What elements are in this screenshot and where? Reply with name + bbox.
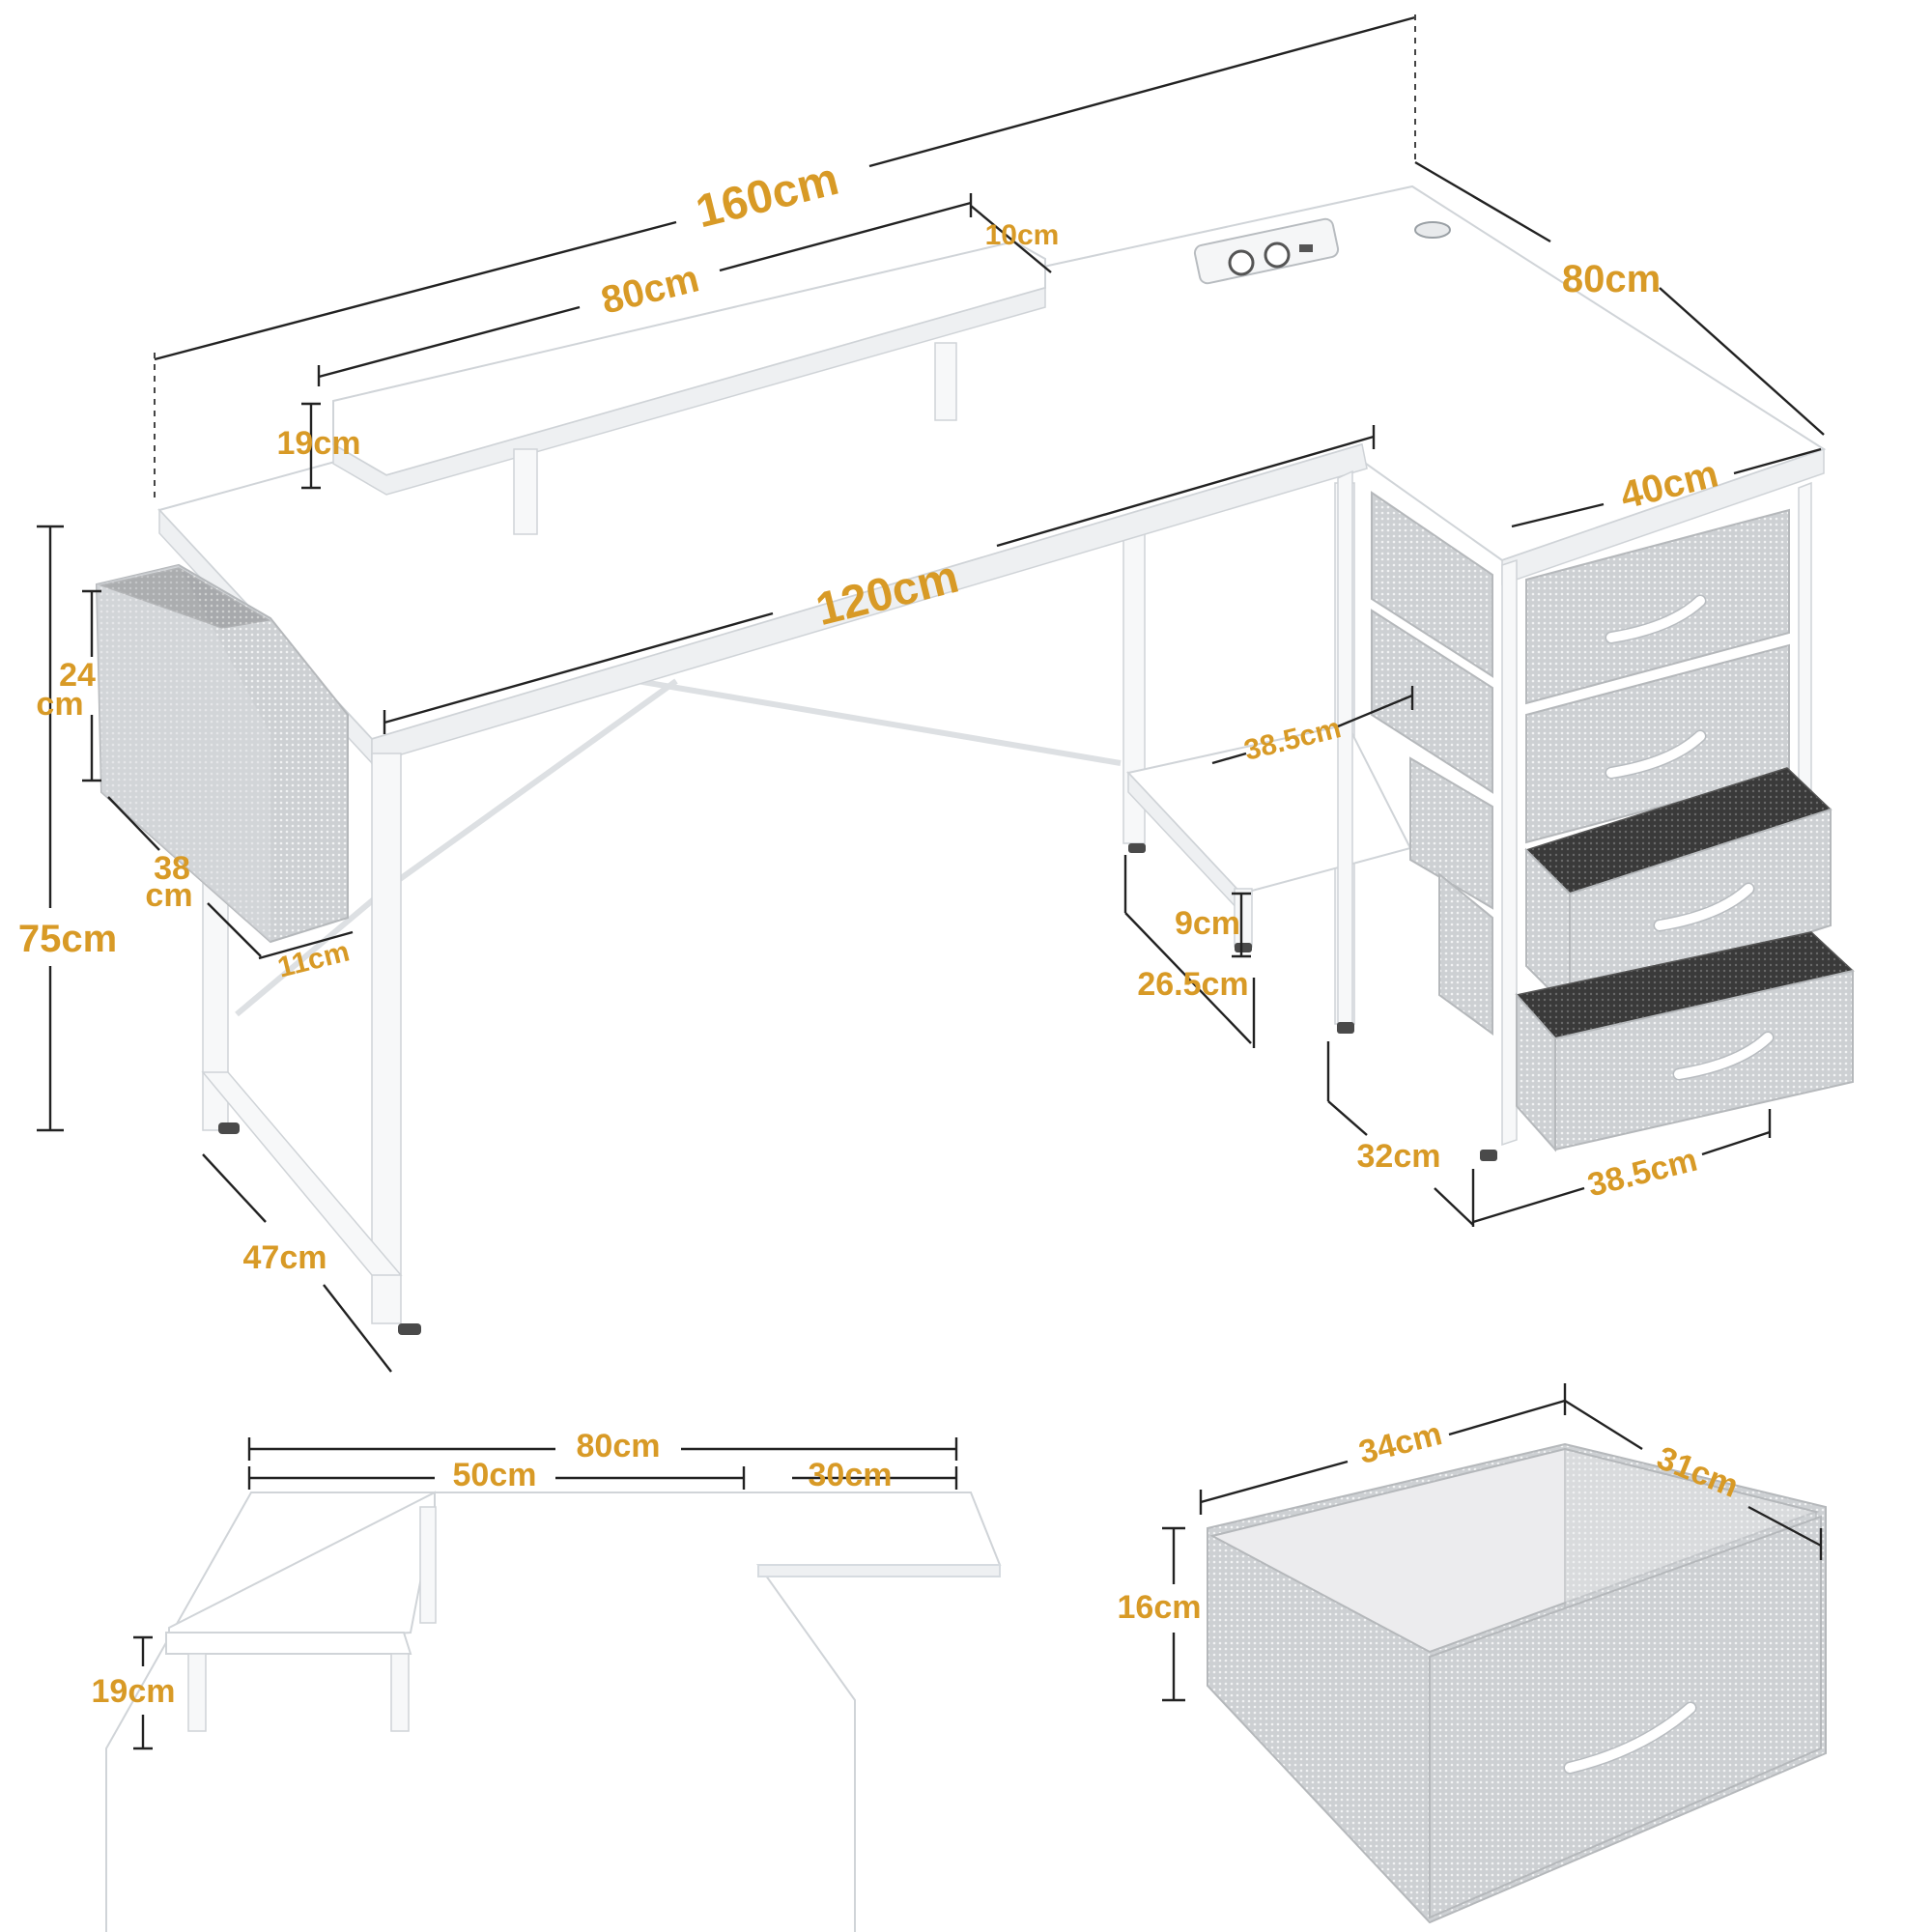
desk-illustration <box>95 185 1855 1335</box>
drawer-side <box>1438 871 1493 1036</box>
desk-foot <box>1235 943 1252 952</box>
label-shelf-width: 80cm <box>597 257 703 322</box>
shelf-leg <box>934 342 957 421</box>
cross-brace <box>608 673 1122 766</box>
drawer-side <box>1371 491 1493 678</box>
shelf-leg <box>419 1506 437 1624</box>
shelf-leg <box>390 1653 410 1732</box>
shelf-leg <box>187 1653 207 1732</box>
cabinet-post <box>1337 469 1353 1031</box>
monitor-shelf-edge <box>332 287 1046 496</box>
drawer-side <box>1371 609 1493 794</box>
label-top-rest: 30cm <box>809 1457 893 1493</box>
label-total-width: 160cm <box>691 154 843 239</box>
drawer-detail-front <box>1429 1515 1822 1919</box>
drawer-side <box>1409 756 1493 910</box>
desk-foot <box>218 1122 240 1134</box>
label-top-total: 80cm <box>577 1428 661 1464</box>
desk-foot <box>1128 843 1146 853</box>
top-view-illustration <box>105 1437 1002 1932</box>
label-shelf-height: 19cm <box>277 425 361 462</box>
label-return-depth: 80cm <box>1562 258 1661 300</box>
power-strip <box>1193 217 1340 285</box>
drawer-front <box>1554 969 1854 1151</box>
dimension-lines <box>37 14 1825 1373</box>
cabinet-post <box>1501 558 1518 1147</box>
label-total-height: 75cm <box>18 918 117 960</box>
cross-brace <box>384 678 678 892</box>
top-view-shelf <box>165 1632 412 1655</box>
storage-bag-opening <box>99 567 271 629</box>
label-cabinet-width: 38.5cm <box>1584 1142 1701 1205</box>
label-drawer-height: 16cm <box>1118 1589 1202 1626</box>
label-top-height: 19cm <box>92 1673 176 1710</box>
label-shelf-offset: 10cm <box>985 219 1060 251</box>
drawer-cabinet <box>1337 469 1855 1161</box>
cabinet-foot <box>1337 1022 1354 1034</box>
desk-leg-bar <box>201 1071 403 1276</box>
label-main-depth: 47cm <box>243 1239 327 1276</box>
label-cabinet-depth: 32cm <box>1357 1138 1441 1175</box>
label-footrest-depth: 26.5cm <box>1137 966 1248 1003</box>
shelf-leg <box>513 448 538 535</box>
cable-grommet <box>1414 221 1451 239</box>
label-bag-width: 11cm <box>274 935 353 983</box>
cabinet-foot <box>1480 1150 1497 1161</box>
label-footrest-height: 9cm <box>1175 905 1240 942</box>
cross-brace <box>235 886 388 1017</box>
top-view-desktop <box>105 1492 1002 1932</box>
desk-foot <box>398 1323 421 1335</box>
label-top-shelf: 50cm <box>453 1457 537 1493</box>
desk-leg <box>371 753 402 1324</box>
storage-bag <box>95 563 349 944</box>
drawer-front <box>1525 508 1790 705</box>
drawer-detail-illustration <box>1162 1383 1827 1924</box>
label-drawer-width: 34cm <box>1355 1415 1446 1471</box>
desktop-edge <box>757 1564 1001 1577</box>
